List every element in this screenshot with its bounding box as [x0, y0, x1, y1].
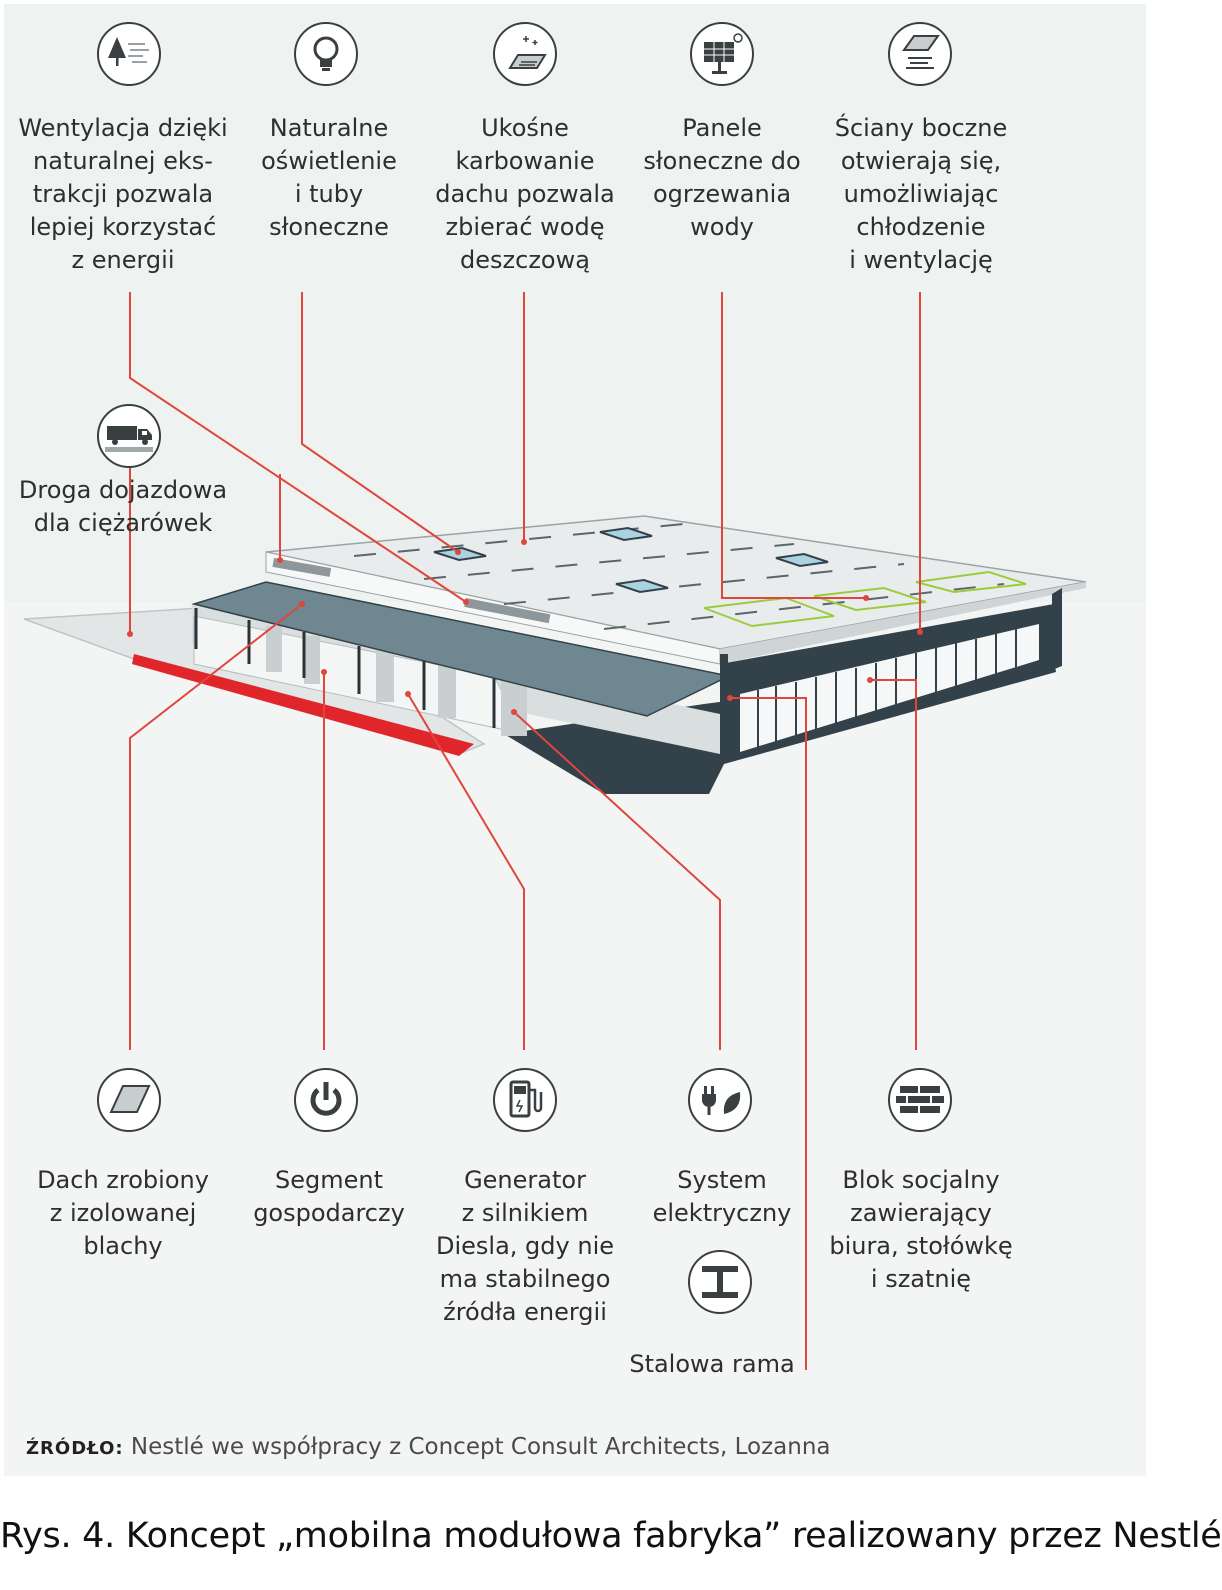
lightbulb-icon	[294, 22, 358, 86]
figure-caption: Rys. 4. Koncept „mobilna modułowa fabryk…	[0, 1516, 1222, 1556]
top-feature-line: dachu pozwala	[435, 180, 615, 208]
feature-solar-panels-label: Panele słoneczne do ogrzewania wody	[624, 112, 820, 244]
top-feature-line: wody	[690, 213, 754, 241]
top-feature-line: ogrzewania	[652, 180, 792, 208]
leader-dots	[127, 539, 923, 715]
solar-panel-icon	[690, 22, 754, 86]
top-feature-line: otwierają się,	[840, 147, 1002, 175]
top-feature-line: z energii	[71, 246, 175, 274]
feature-roof-sheet-label: Dach zrobiony z izolowanej blachy	[8, 1164, 238, 1263]
roof-edge-right	[720, 582, 1086, 664]
bottom-feature-line: i szatnię	[870, 1265, 972, 1293]
top-feature-line: karbowanie	[455, 147, 595, 175]
top-feature-line: Naturalne	[269, 114, 389, 142]
bottom-feature-line: zawierający	[850, 1199, 992, 1227]
bottom-feature-line: Segment	[275, 1166, 383, 1194]
source-key: ŹRÓDŁO:	[26, 1438, 124, 1459]
top-feature-line: zbierać wodę	[445, 213, 605, 241]
brick-wall-icon	[888, 1068, 952, 1132]
feature-lighting-label: Naturalne oświetlenie i tuby słoneczne	[230, 112, 428, 244]
bottom-feature-line: biura, stołówkę	[829, 1232, 1013, 1260]
bottom-feature-line: gospodarczy	[253, 1199, 405, 1227]
top-feature-line: trakcji pozwala	[32, 180, 214, 208]
loading-canopy	[191, 581, 732, 717]
bottom-feature-line: źródła energii	[443, 1298, 607, 1326]
tree-wind-icon	[97, 22, 161, 86]
feature-electrical-label: System elektryczny	[624, 1164, 820, 1230]
factory-illustration	[23, 292, 1087, 1370]
top-feature-line: naturalnej eks-	[33, 147, 213, 175]
top-feature-line: deszczową	[460, 246, 590, 274]
feature-social-block-label: Blok socjalny zawierający biura, stołówkę i…	[816, 1164, 1026, 1296]
truck-road-line: dla ciężarówek	[33, 509, 213, 537]
leader-lines	[129, 292, 921, 1370]
pillar-lines	[194, 608, 496, 728]
source-text: Nestlé we współpracy z Concept Consult A…	[130, 1434, 831, 1460]
top-feature-line: Ukośne	[481, 114, 569, 142]
steel-frame-label: Stalowa rama	[629, 1350, 795, 1378]
metal-sheet-icon	[97, 1068, 161, 1132]
panel-top-band	[4, 4, 1146, 602]
top-feature-line: chłodzenie	[856, 213, 986, 241]
facade-slats	[757, 629, 1017, 748]
bottom-feature-line: Diesla, gdy nie	[436, 1232, 614, 1260]
top-feature-line: słoneczne	[269, 213, 389, 241]
plug-leaf-icon	[688, 1068, 752, 1132]
steel-frame-edge	[720, 654, 728, 754]
top-feature-line: słoneczne do	[643, 147, 801, 175]
top-feature-line: umożliwiając	[843, 180, 999, 208]
source-note: ŹRÓDŁO: Nestlé we współpracy z Concept C…	[26, 1434, 831, 1460]
power-icon	[294, 1068, 358, 1132]
roof-vent-left	[272, 558, 332, 577]
truck-icon	[97, 404, 161, 468]
feature-side-walls-label: Ściany boczne otwierają się, umożliwiając c…	[816, 112, 1026, 277]
bottom-feature-line: Generator	[464, 1166, 586, 1194]
steel-beam-icon	[688, 1250, 752, 1314]
feature-roof-rainwater-label: Ukośne karbowanie dachu pozwala zbierać wod…	[420, 112, 630, 277]
truck-road-label: Droga dojazdowa dla ciężarówek	[8, 474, 238, 540]
pillars	[266, 626, 527, 736]
top-feature-line: oświetlenie	[261, 147, 397, 175]
feature-ventilation-label: Wentylacja dzięki naturalnej eks-trakcji …	[8, 112, 238, 277]
bottom-feature-line: blachy	[83, 1232, 163, 1260]
top-feature-line: i tuby	[294, 180, 364, 208]
top-feature-line: Wentylacja dzięki	[18, 114, 228, 142]
top-feature-line: Ściany boczne	[834, 114, 1008, 142]
top-feature-line: i wentylację	[849, 246, 993, 274]
bottom-feature-line: z izolowanej	[49, 1199, 197, 1227]
top-feature-line: lepiej korzystać	[29, 213, 217, 241]
right-facade-glass	[740, 624, 1039, 752]
top-feature-line: Panele	[682, 114, 762, 142]
roof-vent-mid	[464, 597, 551, 624]
road-red-edge	[132, 654, 474, 756]
roof-rain-icon	[493, 22, 557, 86]
bottom-feature-line: Dach zrobiony	[37, 1166, 209, 1194]
side-wall-icon	[888, 22, 952, 86]
truck-road-line: Droga dojazdowa	[18, 476, 228, 504]
bottom-feature-line: ma stabilnego	[439, 1265, 611, 1293]
bottom-feature-line: z silnikiem	[461, 1199, 589, 1227]
solar-panels	[703, 570, 1027, 628]
bottom-feature-line: System	[677, 1166, 767, 1194]
steel-frame-edge-right	[1052, 588, 1062, 670]
fuel-pump-icon	[493, 1068, 557, 1132]
infographic-panel: Wentylacja dzięki naturalnej eks-trakcji …	[4, 4, 1146, 1476]
bottom-feature-line: elektryczny	[652, 1199, 792, 1227]
bottom-feature-line: Blok socjalny	[842, 1166, 1000, 1194]
feature-utility-segment-label: Segment gospodarczy	[230, 1164, 428, 1230]
